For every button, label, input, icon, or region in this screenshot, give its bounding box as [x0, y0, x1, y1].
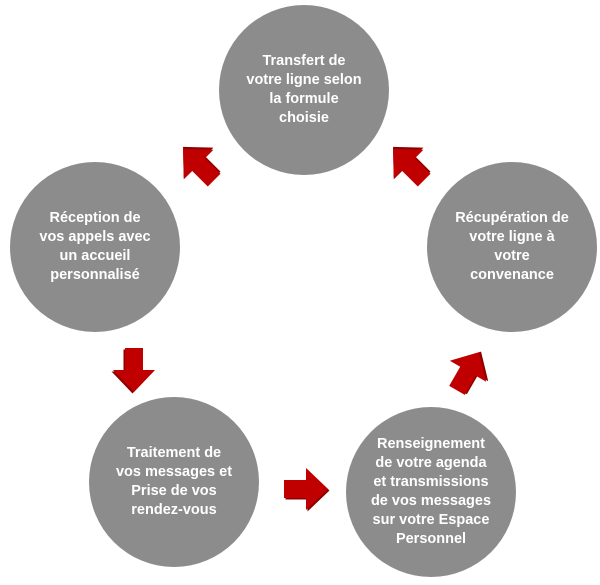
cycle-node-agenda: Renseignement de votre agenda et transmi… [346, 407, 516, 577]
block-arrow-icon [183, 146, 221, 187]
block-arrow-icon [393, 146, 431, 187]
block-arrow-icon [449, 351, 489, 395]
block-arrow-icon [111, 348, 155, 394]
node-label-agenda: Renseignement de votre agenda et transmi… [370, 436, 492, 547]
arrow-right-to-top-icon [384, 140, 436, 192]
node-label-recovery: Récupération de votre ligne à votre conv… [455, 210, 569, 283]
arrow-bottom-right-to-right-icon [441, 347, 493, 399]
arrow-body [183, 149, 221, 187]
arrow-left-to-bottom-left-icon [108, 342, 160, 394]
block-arrow-icon [284, 468, 330, 512]
node-label-reception: Réception de vos appels avec un accueil … [39, 210, 151, 283]
arrow-bottom-left-to-bottom-right-icon [278, 463, 330, 515]
cycle-node-transfer: Transfert de votre ligne selon la formul… [219, 5, 389, 175]
arrow-body [284, 468, 328, 510]
cycle-node-reception: Réception de vos appels avec un accueil … [10, 162, 180, 332]
cycle-node-processing: Traitement de vos messages et Prise de v… [89, 397, 259, 567]
arrow-top-to-left-icon [174, 140, 226, 192]
arrow-body [449, 352, 487, 395]
node-label-processing: Traitement de vos messages et Prise de v… [115, 445, 233, 518]
arrow-body [113, 348, 155, 392]
cycle-node-recovery: Récupération de votre ligne à votre conv… [427, 162, 597, 332]
node-label-transfer: Transfert de votre ligne selon la formul… [246, 53, 362, 126]
arrow-body [393, 149, 431, 187]
